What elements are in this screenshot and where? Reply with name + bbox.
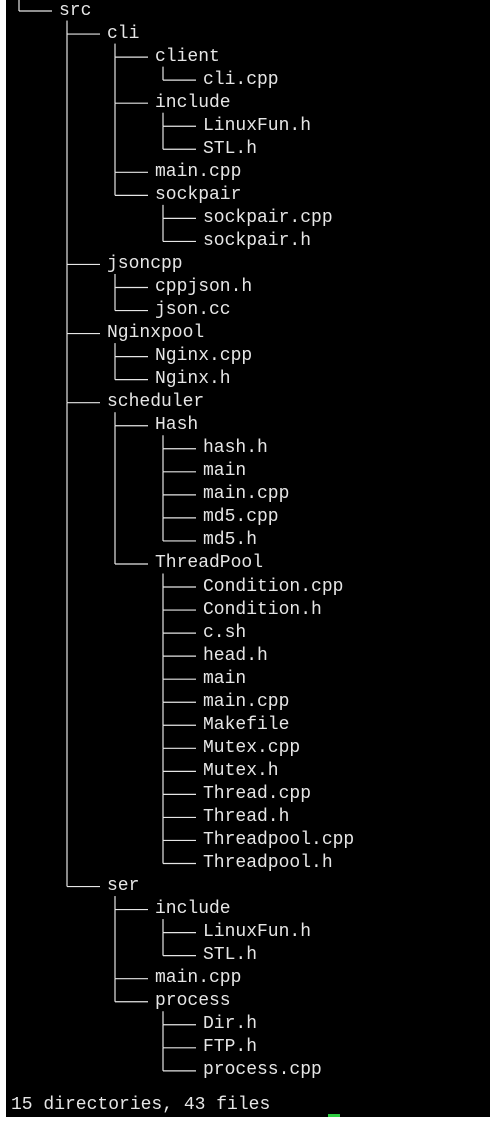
tree-entry-name: Condition.h [203,599,322,620]
tree-entry-name: head.h [203,645,268,666]
tree-entry-name: client [155,46,220,67]
tree-row: scheduler [6,391,490,414]
tree-row: ser [6,875,490,898]
tree-row: include [6,92,490,115]
tree-row: ThreadPool [6,552,490,575]
tree-row: Threadpool.cpp [6,829,490,852]
tree-row: Thread.h [6,806,490,829]
tree-row: STL.h [6,944,490,967]
tree-entry-name: Nginx.cpp [155,346,253,367]
tree-row: Condition.cpp [6,576,490,599]
tree-entry-name: ThreadPool [155,553,264,574]
tree-entry-name: FTP.h [203,1037,258,1058]
tree-entry-name: cppjson.h [155,276,253,297]
tree-row: jsoncpp [6,253,490,276]
tree-row: md5.h [6,529,490,552]
tree-row: main.cpp [6,483,490,506]
tree-entry-name: include [155,899,231,920]
tree-row: Mutex.h [6,760,490,783]
tree-row: cppjson.h [6,276,490,299]
tree-row: sockpair [6,184,490,207]
tree-entry-name: json.cc [155,300,231,321]
tree-entry-name: process.cpp [203,1060,322,1081]
tree-row: cli [6,23,490,46]
tree-entry-name: Threadpool.h [203,852,333,873]
tree-entry-name: main.cpp [203,484,290,505]
tree-row: src [6,0,490,23]
tree-row: STL.h [6,138,490,161]
tree-row: Threadpool.h [6,852,490,875]
terminal-cursor [328,1114,340,1117]
tree-entry-name: Mutex.h [203,760,279,781]
tree-entry-name: LinuxFun.h [203,115,312,136]
tree-entry-name: LinuxFun.h [203,922,312,943]
tree-entry-name: Thread.h [203,806,290,827]
tree-row: Condition.h [6,599,490,622]
tree-row: Mutex.cpp [6,737,490,760]
tree-row: main.cpp [6,161,490,184]
tree-row: cli.cpp [6,69,490,92]
tree-row: Makefile [6,714,490,737]
tree-entry-name: Mutex.cpp [203,737,301,758]
tree-entry-name: c.sh [203,622,247,643]
tree-entry-name: Nginx.h [155,369,231,390]
tree-entry-name: main.cpp [155,161,242,182]
tree-row: include [6,898,490,921]
tree-entry-name: hash.h [203,438,268,459]
tree-entry-name: md5.h [203,530,258,551]
tree-row: Hash [6,414,490,437]
tree-entry-name: src [59,0,92,21]
tree-summary: 15 directories, 43 files [11,1095,271,1115]
tree-row: json.cc [6,299,490,322]
tree-entry-name: main.cpp [155,968,242,989]
tree-entry-name: scheduler [107,392,205,413]
tree-entry-name: Hash [155,415,199,436]
tree-entry-name: Dir.h [203,1014,258,1035]
tree-row: LinuxFun.h [6,921,490,944]
tree-row: main.cpp [6,691,490,714]
tree-row: Thread.cpp [6,783,490,806]
tree-entry-name: Nginxpool [107,323,205,344]
tree-entry-name: Makefile [203,714,290,735]
tree-row: sockpair.cpp [6,207,490,230]
tree-row: process.cpp [6,1059,490,1082]
tree-entry-name: process [155,991,231,1012]
tree-entry-name: md5.cpp [203,507,279,528]
tree-entry-name: main.cpp [203,691,290,712]
tree-entry-name: Threadpool.cpp [203,829,355,850]
tree-row: c.sh [6,622,490,645]
tree-entry-name: ser [107,876,140,897]
tree-row: Dir.h [6,1013,490,1036]
tree-row: FTP.h [6,1036,490,1059]
tree-row: sockpair.h [6,230,490,253]
tree-row: main [6,668,490,691]
tree-entry-name: STL.h [203,945,258,966]
tree-entry-name: sockpair.cpp [203,207,333,228]
tree-entry-name: jsoncpp [107,253,183,274]
tree-entry-name: sockpair.h [203,230,312,251]
tree-row: main.cpp [6,967,490,990]
tree-entry-name: cli.cpp [203,69,279,90]
tree-entry-name: main [203,461,247,482]
tree-entry-name: Thread.cpp [203,783,312,804]
tree-entry-name: STL.h [203,138,258,159]
tree-row: client [6,46,490,69]
tree-entry-name: Condition.cpp [203,576,344,597]
tree-entry-name: cli [107,23,140,44]
tree-row: Nginx.cpp [6,345,490,368]
tree-row: hash.h [6,437,490,460]
tree-row: main [6,460,490,483]
tree-row: LinuxFun.h [6,115,490,138]
tree-entry-name: main [203,668,247,689]
tree-row: Nginx.h [6,368,490,391]
tree-row: Nginxpool [6,322,490,345]
tree-row: process [6,990,490,1013]
tree-entry-name: include [155,92,231,113]
tree-entry-name: sockpair [155,184,242,205]
tree-row: head.h [6,645,490,668]
tree-row: md5.cpp [6,506,490,529]
